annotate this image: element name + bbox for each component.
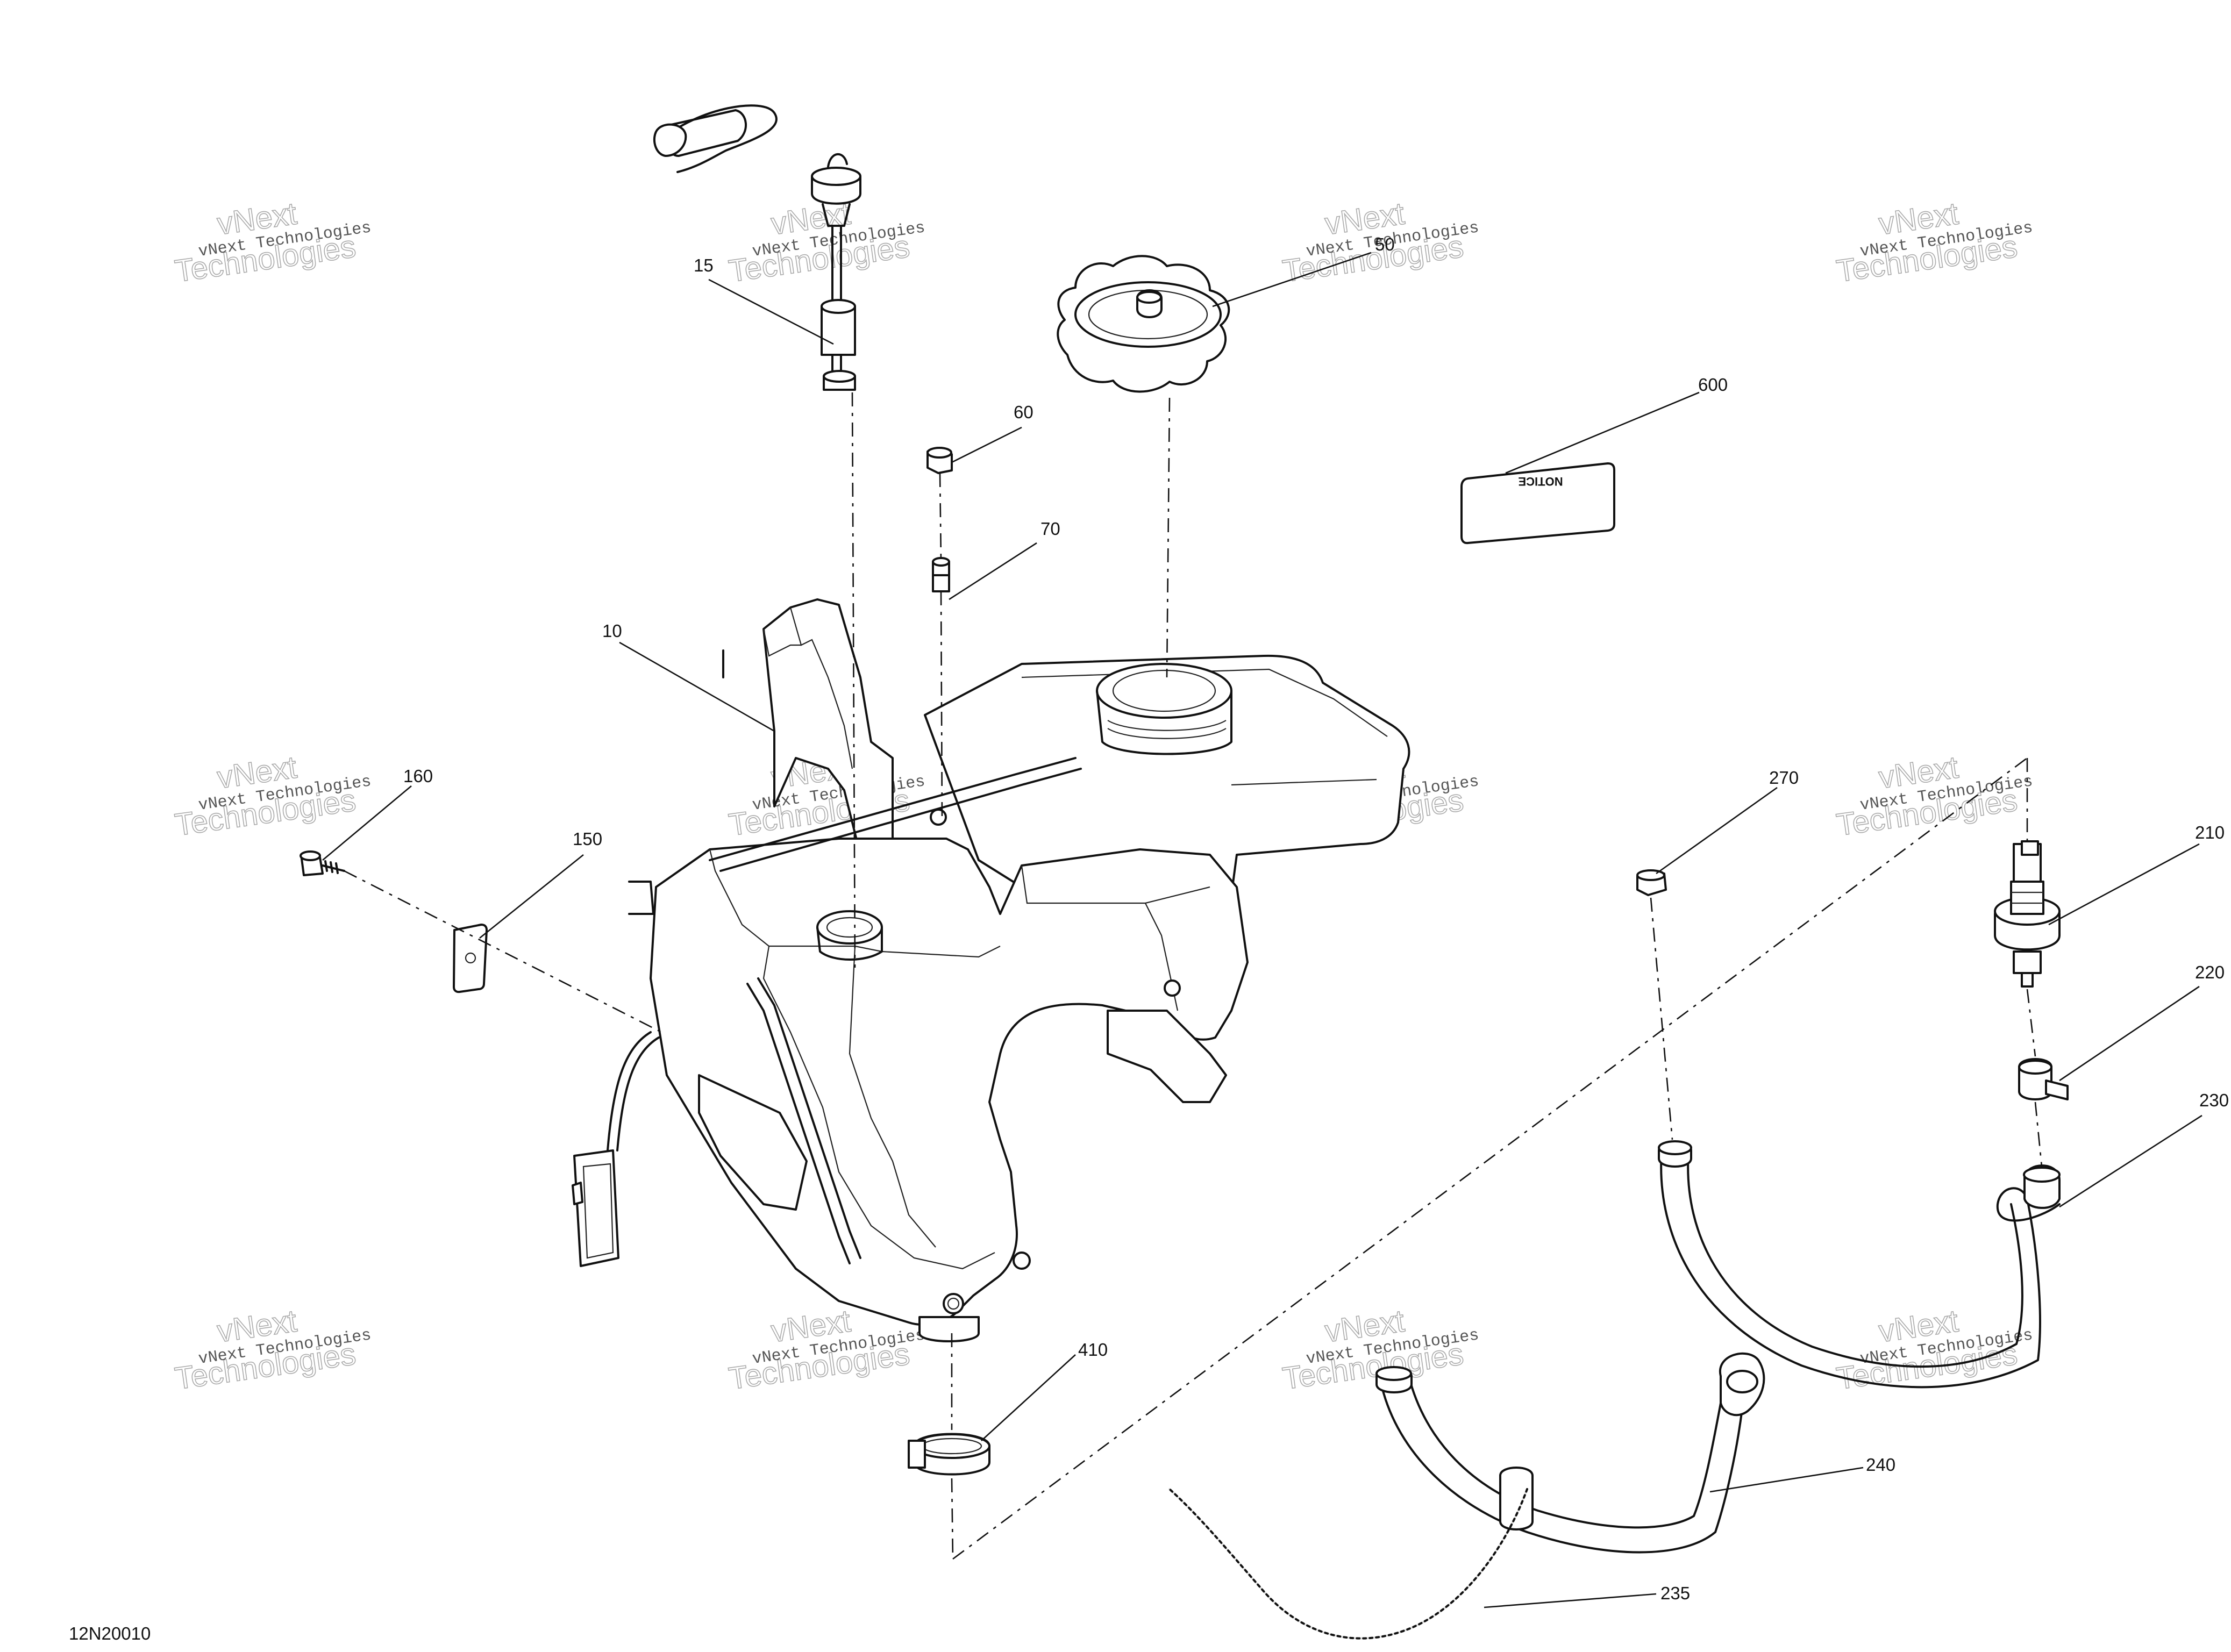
callout-600: 600 bbox=[1698, 375, 1728, 395]
vent-hose-230 bbox=[1658, 1140, 2061, 1389]
clamp-410 bbox=[908, 1433, 990, 1476]
callout-410: 410 bbox=[1078, 1340, 1108, 1360]
callout-240: 240 bbox=[1866, 1455, 1895, 1475]
callout-220: 220 bbox=[2195, 962, 2225, 982]
callout-160: 160 bbox=[403, 766, 433, 786]
figure-id: 12N20010 bbox=[69, 1624, 151, 1643]
clamp-220 bbox=[2018, 1058, 2069, 1100]
grommet-150 bbox=[453, 924, 488, 993]
callout-150: 150 bbox=[573, 829, 602, 849]
leader-lines bbox=[322, 252, 2203, 1608]
vent-valve-210 bbox=[1994, 840, 2061, 988]
callout-10: 10 bbox=[602, 621, 622, 641]
callout-15: 15 bbox=[694, 255, 714, 275]
callout-230: 230 bbox=[2199, 1090, 2229, 1110]
fuel-level-sender bbox=[653, 104, 861, 678]
assembly-centerlines bbox=[344, 392, 2043, 1560]
protective-spring-235 bbox=[1168, 1488, 1528, 1640]
callout-270: 270 bbox=[1769, 768, 1799, 788]
callout-235: 235 bbox=[1660, 1583, 1690, 1603]
callout-70: 70 bbox=[1040, 519, 1060, 539]
drain-hose-240 bbox=[1375, 1352, 1765, 1554]
callout-210: 210 bbox=[2195, 823, 2225, 842]
decal-notice-text: NOTICE bbox=[1518, 475, 1563, 488]
callout-50: 50 bbox=[1375, 234, 1395, 254]
fuel-cap bbox=[1057, 255, 1230, 393]
vent-fitting-70 bbox=[932, 557, 950, 592]
callout-60: 60 bbox=[1014, 402, 1033, 422]
notice-decal: NOTICE bbox=[1460, 462, 1615, 545]
hose-clip-60 bbox=[926, 447, 953, 474]
fuel-tank bbox=[572, 598, 1410, 1342]
callout-labels: 10 15 50 60 70 150 160 210 220 230 235 2… bbox=[69, 234, 2229, 1643]
hose-clip-270 bbox=[1636, 869, 1667, 896]
screw-160 bbox=[300, 850, 345, 876]
